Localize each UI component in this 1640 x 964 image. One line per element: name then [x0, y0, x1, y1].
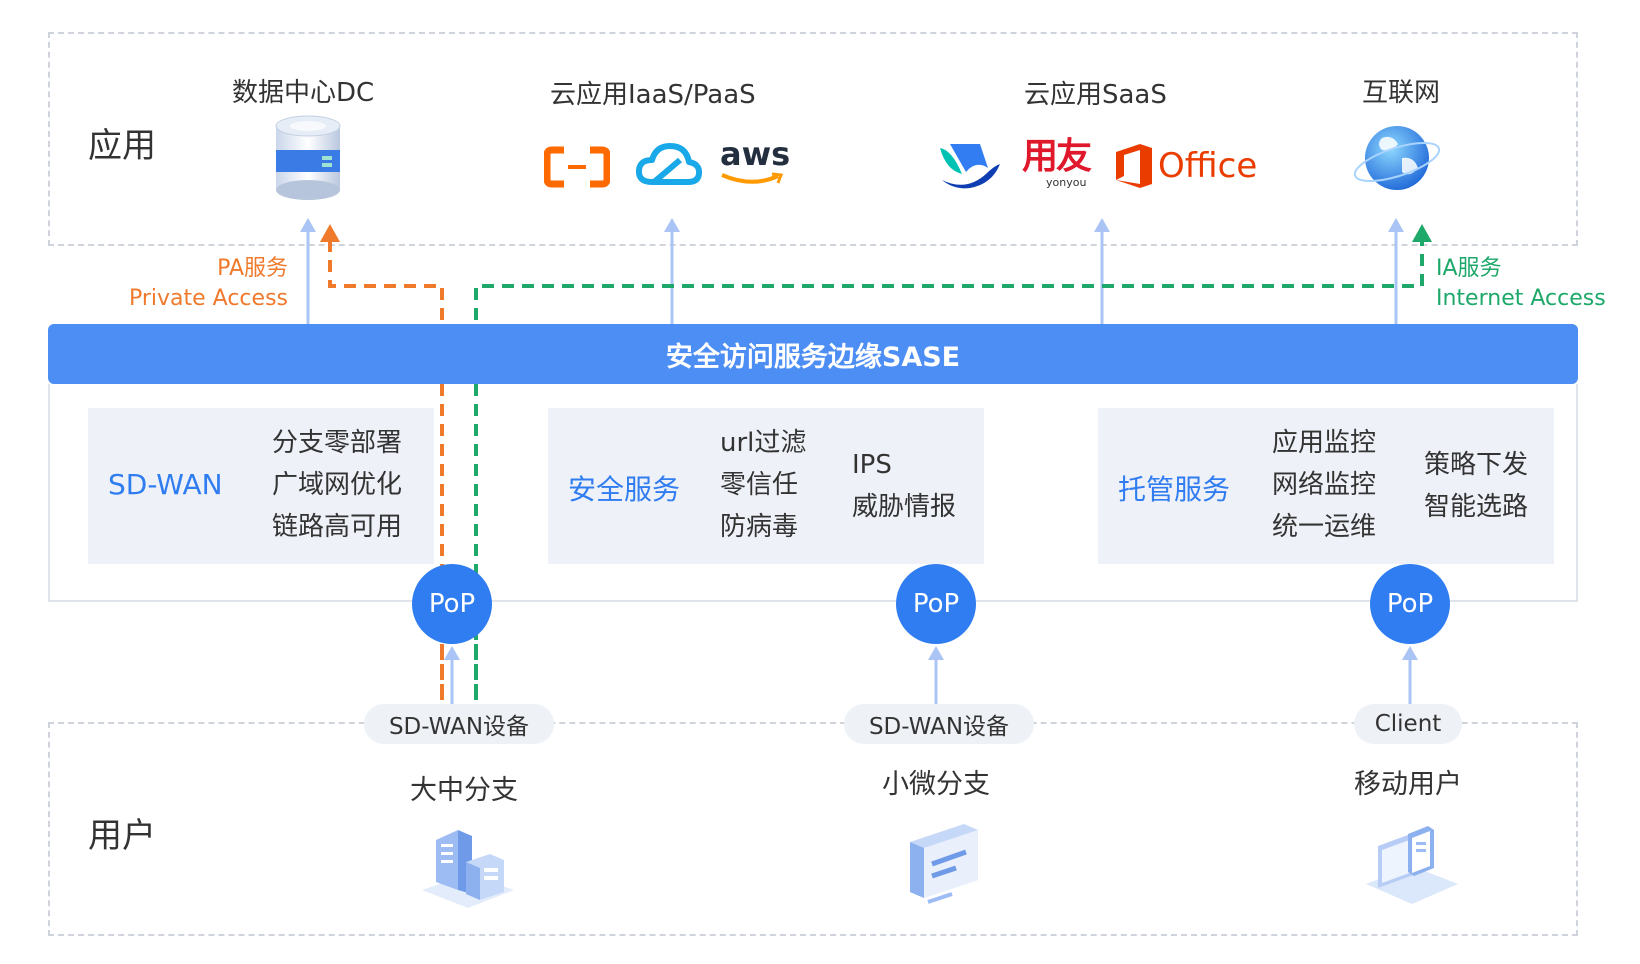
arrowhead-internet: [1388, 218, 1404, 232]
sdwan-card-title: SD-WAN: [108, 468, 223, 501]
globe-icon: [1353, 126, 1441, 190]
feishu-logo: [940, 144, 1000, 189]
office-building-icon: [422, 830, 514, 908]
security-service-card-title: 安全服务: [568, 473, 681, 506]
user-zone: [48, 722, 1578, 936]
app-title-iaas-paas: 云应用IaaS/PaaS: [550, 80, 756, 110]
security-service-card: [548, 408, 984, 564]
device-pill-client: Client: [1354, 704, 1462, 744]
security-feature: url过滤: [720, 428, 807, 458]
managed-feature: 统一运维: [1272, 512, 1377, 542]
security-feature-list-1: url过滤 零信任 防病毒: [720, 422, 806, 548]
app-title-internet: 互联网: [1362, 78, 1441, 108]
security-feature: 零信任: [720, 470, 799, 500]
application-zone: [48, 32, 1578, 246]
app-title-datacenter: 数据中心DC: [232, 78, 375, 108]
managed-service-card-title: 托管服务: [1118, 473, 1231, 506]
arrowhead-iaas: [664, 218, 680, 232]
sase-title-bar: 安全访问服务边缘SASE: [48, 324, 1578, 384]
pa-arrowhead: [320, 224, 340, 242]
pop-node-2: PoP: [896, 564, 976, 644]
monitor-icon: [910, 824, 978, 904]
application-zone-label: 应用: [88, 126, 156, 166]
tencent-cloud-logo: [635, 143, 703, 185]
yonyou-logo-subtext: yonyou: [1046, 176, 1087, 189]
ia-service-label-line2: Internet Access: [1436, 286, 1606, 311]
yonyou-logo: 用友 yonyou: [1022, 138, 1102, 192]
pa-service-label-line2: Private Access: [128, 286, 288, 311]
pop-node-3: PoP: [1370, 564, 1450, 644]
device-pill-sdwan-1: SD-WAN设备: [364, 704, 554, 744]
sdwan-feature-list: 分支零部署 广域网优化 链路高可用: [272, 422, 402, 548]
user-title-large-branch: 大中分支: [410, 775, 518, 806]
arrowhead-datacenter: [300, 218, 316, 232]
security-feature: IPS: [852, 450, 892, 480]
ia-service-label: IA服务 Internet Access: [1436, 254, 1606, 314]
sdwan-feature: 链路高可用: [272, 512, 403, 542]
arrowhead-pop-1: [444, 646, 460, 660]
database-icon: [275, 115, 341, 200]
ia-service-label-line1: IA服务: [1436, 256, 1502, 281]
security-feature: 防病毒: [720, 512, 799, 542]
aws-logo: aws: [720, 138, 790, 188]
managed-feature: 应用监控: [1272, 428, 1377, 458]
sdwan-feature: 分支零部署: [272, 428, 403, 458]
managed-service-card: [1098, 408, 1554, 564]
pa-service-label-line1: PA服务: [217, 256, 288, 281]
managed-feature-list-2: 策略下发 智能选路: [1424, 444, 1528, 528]
managed-feature: 智能选路: [1424, 492, 1529, 522]
sdwan-card: [88, 408, 434, 564]
sdwan-feature: 广域网优化: [272, 470, 403, 500]
aws-logo-text: aws: [720, 135, 791, 173]
office-icon: [1116, 144, 1152, 188]
ia-arrowhead: [1412, 224, 1432, 242]
arrowhead-pop-3: [1402, 646, 1418, 660]
managed-feature-list-1: 应用监控 网络监控 统一运维: [1272, 422, 1376, 548]
managed-feature: 策略下发: [1424, 450, 1529, 480]
pop-node-1: PoP: [412, 564, 492, 644]
office-logo: Office: [1114, 142, 1264, 192]
security-feature: 威胁情报: [852, 492, 957, 522]
security-feature-list-2: IPS 威胁情报: [852, 444, 956, 528]
user-title-small-branch: 小微分支: [882, 769, 990, 800]
yonyou-logo-text: 用友: [1022, 136, 1092, 177]
arrowhead-saas: [1094, 218, 1110, 232]
aliyun-logo: [544, 146, 610, 188]
user-title-mobile: 移动用户: [1354, 769, 1462, 800]
pa-service-label: PA服务 Private Access: [120, 254, 288, 314]
aws-smile-icon: [721, 172, 784, 184]
office-logo-text: Office: [1158, 146, 1258, 186]
arrowhead-pop-2: [928, 646, 944, 660]
managed-feature: 网络监控: [1272, 470, 1377, 500]
app-title-saas: 云应用SaaS: [1024, 80, 1167, 110]
laptop-phone-icon: [1366, 826, 1458, 904]
user-zone-label: 用户: [88, 816, 156, 856]
device-pill-sdwan-2: SD-WAN设备: [844, 704, 1034, 744]
